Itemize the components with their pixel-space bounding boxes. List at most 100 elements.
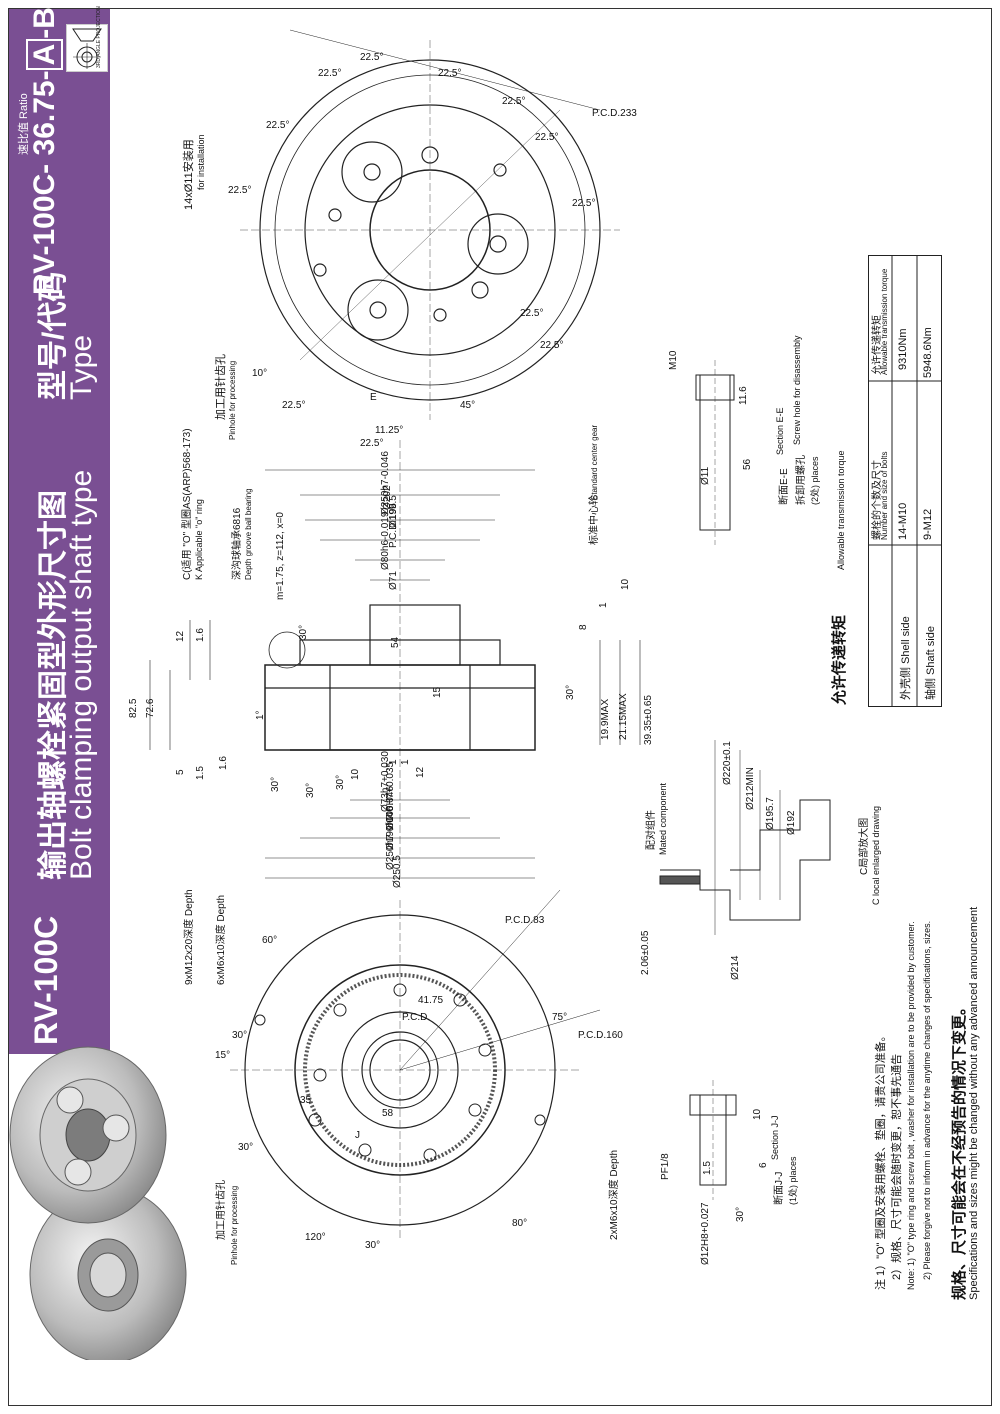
bottom-pinhole-cn: 加工用针齿孔: [216, 1180, 227, 1240]
dim-12-inner: 12: [415, 766, 426, 778]
top-angle-12: 22.5°: [520, 308, 544, 319]
angle-30-b: 30°: [270, 776, 281, 792]
bottom-pinhole-en: Pinhole for processing: [230, 1185, 239, 1265]
top-view: [240, 29, 620, 420]
section-view: [149, 440, 641, 880]
bottom-angle-80: 80°: [512, 1218, 528, 1229]
dim-19-9: 19.9MAX: [600, 698, 611, 740]
bottom-angle-75: 75°: [552, 1012, 568, 1023]
angle-30-d: 30°: [335, 774, 346, 790]
bottom-angle-30-b: 30°: [238, 1142, 254, 1153]
bottom-angle-60: 60°: [262, 935, 278, 946]
section-e-view: [695, 360, 735, 545]
bolt-holes-2: 6xM6x10深度 Depth: [216, 894, 227, 985]
dim-212: Ø212MIN: [745, 767, 756, 810]
section-e-desc-cn: 拆卸用螺孔: [796, 455, 807, 505]
dim-1-c: 1: [598, 602, 609, 608]
bottom-dim-35: 35: [300, 1095, 312, 1106]
bolt-holes-1: 9xM12x20深度 Depth: [184, 889, 195, 985]
torque-title-cn: 允许传递转矩: [831, 614, 848, 705]
product-photo: [9, 1046, 187, 1360]
bearing-en: Depth groove ball bearing: [244, 488, 253, 580]
detail-c-title-cn: C局部放大图: [859, 817, 870, 875]
dim-250-5: Ø250.5: [392, 855, 403, 888]
title-band: [9, 9, 110, 1054]
section-j-dim-12h8: Ø12H8+0.027: [700, 1202, 711, 1265]
top-angle-6: 22.5°: [228, 185, 252, 196]
section-e-title-en: Section E-E: [775, 407, 785, 455]
dim-1-6-left: 1.6: [195, 628, 206, 642]
note-en-2: 2) Please forgive not to inform in advan…: [922, 920, 932, 1280]
section-j-view: [689, 1080, 737, 1200]
top-pcd: P.C.D.233: [592, 108, 637, 119]
torque-row2-side: 轴侧 Shaft side: [925, 626, 937, 700]
dim-71: Ø71: [388, 571, 399, 590]
center-gear-en: Standard center gear: [590, 424, 599, 500]
bottom-side-hole: 2xM6x10深度 Depth: [609, 1149, 620, 1240]
detail-c-title-en: C local enlarged drawing: [871, 805, 881, 905]
section-j-dim-6: 6: [758, 1162, 769, 1168]
dim-220: Ø220±0.1: [722, 741, 733, 785]
section-j-places: (1处) places: [788, 1156, 798, 1205]
angle-1deg: 1°: [255, 710, 266, 720]
top-angle-11deg: 11.25°: [375, 425, 404, 436]
torque-table-grid: [868, 255, 942, 707]
mated-cn: 配对组件: [646, 810, 657, 850]
projection-icon: [72, 28, 102, 69]
angle-30-c: 30°: [305, 782, 316, 798]
top-angle-11: 22.5°: [502, 96, 526, 107]
pinhole-cn: 加工用针齿孔: [215, 354, 227, 420]
torque-head-bolts-en: Number and size of bolts: [880, 451, 889, 541]
footer-en: Specifications and sizes might be change…: [968, 906, 980, 1300]
dim-195-7: Ø195.7: [765, 797, 776, 830]
dim-82-5: 82.5: [128, 698, 139, 718]
bottom-angle-15: 15°: [215, 1050, 231, 1061]
dim-1-b: 1: [400, 759, 411, 765]
top-section-mark: E: [370, 392, 377, 403]
torque-row1-side: 外壳侧 Shell side: [900, 616, 912, 700]
top-angle-8: 22.5°: [540, 340, 564, 351]
note-en-1: Note: 1) "O" type ring and screw bolt , …: [906, 921, 916, 1290]
top-angle-9: 22.5°: [282, 400, 306, 411]
bottom-dim-41-75: 41.75: [418, 995, 444, 1006]
section-j-dim-10: 10: [752, 1108, 763, 1120]
dim-1-a: 1: [388, 759, 399, 765]
torque-row1-torque: 9310Nm: [897, 328, 909, 370]
footer-cn: 规格、尺寸可能会在不经预告的情况下变更。: [951, 999, 968, 1300]
top-angle-2: 22.5°: [318, 68, 342, 79]
top-angle-10: 22.5°: [360, 438, 384, 449]
top-angle-3: 22.5°: [438, 68, 462, 79]
pinhole-en: Pinhole for processing: [228, 360, 237, 440]
section-j-thread: PF1/8: [660, 1153, 671, 1180]
dim-5: 5: [175, 769, 186, 775]
projection-symbol: [66, 24, 108, 72]
dim-214: Ø214: [730, 955, 741, 980]
torque-title-en: Allowable transmission torque: [836, 450, 846, 570]
dim-8: 8: [578, 624, 589, 630]
dim-1-6-bottom: 1.6: [218, 756, 229, 770]
section-e-dim-11-6: 11.6: [738, 386, 749, 405]
dim-2-06: 2.06±0.05: [640, 930, 651, 975]
oring-cn: C(适用 "O" 型圈AS(ARP)568-173): [182, 428, 193, 580]
install-hole-cn: 14xØ11安装用: [183, 139, 195, 210]
section-e-thread: M10: [668, 350, 679, 370]
dim-10-right: 10: [620, 578, 631, 590]
bottom-pcd: P.C.D.: [402, 1012, 431, 1023]
bottom-angle-30-c: 30°: [365, 1240, 381, 1251]
dim-10-inner: 10: [350, 768, 361, 780]
torque-head-torque-en: Allowable transmission torque: [880, 268, 889, 375]
center-gear-cn: 标准中心轮: [589, 495, 600, 545]
dim-1-5: 1.5: [195, 766, 206, 780]
top-angle-1: 22.5°: [360, 52, 384, 63]
section-e-desc-en: Screw hole for disassembly: [792, 335, 802, 445]
dim-54: 54: [390, 636, 401, 648]
note-cn-2: 2）规格、尺寸可能会随时变更，恕不事先通告: [891, 1053, 903, 1280]
torque-row2-bolts: 9-M12: [922, 508, 934, 540]
bottom-dim-58: 58: [382, 1108, 394, 1119]
dim-72-6: 72.6: [145, 698, 156, 718]
section-e-dim-56: 56: [742, 458, 753, 470]
gear-spec: m=1.75, z=112, x=0: [275, 512, 286, 600]
oring-en: K Applicable "o" ring: [194, 499, 204, 580]
bottom-pcd-83: P.C.D.83: [505, 915, 545, 926]
section-e-places: (2处) places: [810, 456, 820, 505]
